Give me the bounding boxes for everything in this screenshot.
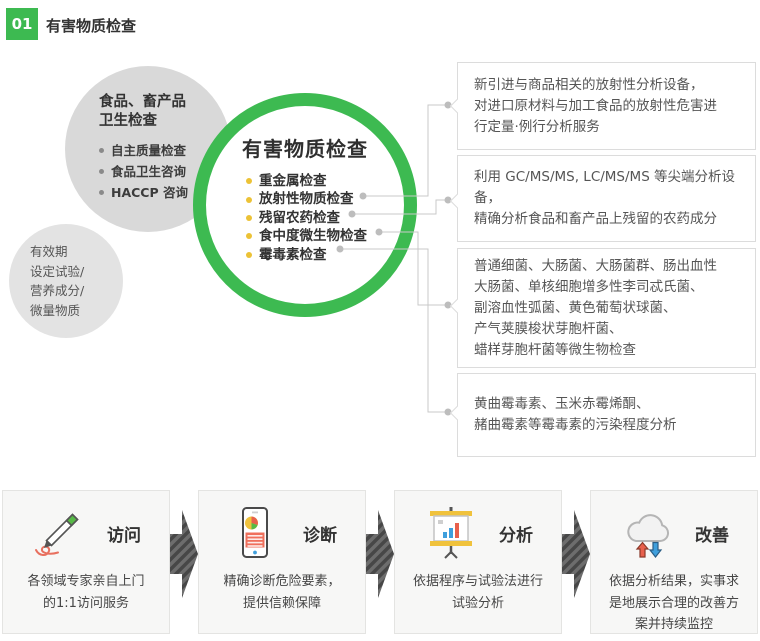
step-head: 诊断 [199, 504, 365, 562]
step-head: 分析 [395, 504, 561, 562]
list-item: 放射性物质检查 [246, 190, 404, 208]
section-number: 01 [11, 15, 33, 33]
food-hygiene-title: 食品、畜产品 卫生检查 [99, 94, 186, 129]
main-topic-ring: 有害物质检查 重金属检查 放射性物质检查 残留农药检查 食中度微生物检查 霉毒素… [193, 93, 417, 317]
list-item: 食中度微生物检查 [246, 227, 404, 245]
bullet-dot-icon [246, 178, 252, 185]
pencil-icon [35, 513, 79, 556]
cloud-sync-icon [627, 514, 669, 558]
callout-tail [449, 298, 465, 314]
bullet-dot-icon [246, 251, 252, 258]
step-diagnosis: 诊断 精确诊断危险要素， 提供信赖保障 [198, 490, 366, 634]
section-number-badge: 01 [6, 8, 38, 40]
callout-radiation: 新引进与商品相关的放射性分析设备， 对进口原材料与加工食品的放射性危害进 行定量… [449, 62, 756, 150]
bullet-dot-icon [246, 233, 252, 240]
list-item: 残留农药检查 [246, 209, 404, 227]
list-item: 食品卫生咨询 [99, 161, 231, 182]
list-item-label: 自主质量检查 [111, 143, 187, 158]
step-title: 访问 [107, 525, 141, 546]
step-description: 依据分析结果，实事求 是地展示合理的改善方 案并持续监控 [608, 574, 739, 632]
callout-text: 普通细菌、大肠菌、大肠菌群、肠出血性 大肠菌、单核细胞增多性李司忒氏菌、 副溶血… [474, 257, 717, 358]
bullet-dot-icon [99, 169, 104, 174]
list-item-label: 食中度微生物检查 [259, 228, 367, 245]
presentation-chart-icon [430, 507, 472, 559]
bullet-dot-icon [246, 215, 252, 222]
step-title: 改善 [695, 525, 729, 546]
step-description: 依据程序与试验法进行 试验分析 [412, 574, 543, 611]
list-item-label: 放射性物质检查 [259, 191, 354, 208]
phone-report-icon [242, 507, 268, 558]
list-item-label: 食品卫生咨询 [111, 164, 187, 179]
step-improvement: 改善 依据分析结果，实事求 是地展示合理的改善方 案并持续监控 [590, 490, 758, 634]
callout-text: 新引进与商品相关的放射性分析设备， 对进口原材料与加工食品的放射性危害进 行定量… [474, 76, 717, 135]
step-description: 精确诊断危险要素， 提供信赖保障 [223, 574, 341, 611]
flow-arrow-icon [562, 510, 590, 598]
list-item: HACCP 咨询 [99, 182, 231, 203]
bullet-dot-icon [246, 196, 252, 203]
callout-text: 利用 GC/MS/MS, LC/MS/MS 等尖端分析设备， 精确分析食品和畜产… [474, 169, 736, 227]
step-description: 各领域专家亲自上门 的1:1访问服务 [27, 574, 145, 611]
bullet-dot-icon [99, 190, 104, 195]
callout-tail [449, 98, 465, 114]
step-head: 改善 [591, 504, 757, 562]
main-topic-list: 重金属检查 放射性物质检查 残留农药检查 食中度微生物检查 霉毒素检查 [246, 172, 404, 264]
list-item-label: 重金属检查 [259, 173, 327, 189]
list-item: 霉毒素检查 [246, 246, 404, 264]
step-analysis: 分析 依据程序与试验法进行 试验分析 [394, 490, 562, 634]
list-item-label: HACCP 咨询 [111, 185, 188, 200]
step-visit: 访问 各领域专家亲自上门 的1:1访问服务 [2, 490, 170, 634]
list-item: 重金属检查 [246, 172, 404, 190]
flow-arrow-icon [170, 510, 198, 598]
validity-circle: 有效期 设定试验/ 营养成分/ 微量物质 [9, 224, 123, 338]
list-item: 自主质量检查 [99, 140, 231, 161]
callout-microbes: 普通细菌、大肠菌、大肠菌群、肠出血性 大肠菌、单核细胞增多性李司忒氏菌、 副溶血… [449, 248, 756, 368]
step-title: 分析 [499, 525, 533, 546]
main-topic-content: 有害物质检查 重金属检查 放射性物质检查 残留农药检查 食中度微生物检查 霉毒素… [206, 106, 404, 304]
validity-text: 有效期 设定试验/ 营养成分/ 微量物质 [30, 244, 85, 318]
flow-arrow-icon [366, 510, 394, 598]
bullet-dot-icon [99, 148, 104, 153]
callout-tail [449, 405, 465, 421]
callout-mycotoxin: 黄曲霉毒素、玉米赤霉烯酮、 赭曲霉素等霉毒素的污染程度分析 [449, 373, 756, 457]
page-title: 有害物质检查 [46, 17, 137, 35]
main-topic-title: 有害物质检查 [242, 137, 368, 161]
food-hygiene-circle: 食品、畜产品 卫生检查 自主质量检查 食品卫生咨询 HACCP 咨询 [65, 66, 231, 232]
list-item-label: 残留农药检查 [259, 209, 340, 226]
callout-text: 黄曲霉毒素、玉米赤霉烯酮、 赭曲霉素等霉毒素的污染程度分析 [474, 396, 677, 433]
list-item-label: 霉毒素检查 [259, 246, 327, 263]
callout-tail [449, 193, 465, 209]
callout-pesticide: 利用 GC/MS/MS, LC/MS/MS 等尖端分析设备， 精确分析食品和畜产… [449, 155, 756, 242]
step-title: 诊断 [303, 525, 337, 546]
food-hygiene-list: 自主质量检查 食品卫生咨询 HACCP 咨询 [99, 140, 231, 203]
step-head: 访问 [3, 504, 169, 562]
